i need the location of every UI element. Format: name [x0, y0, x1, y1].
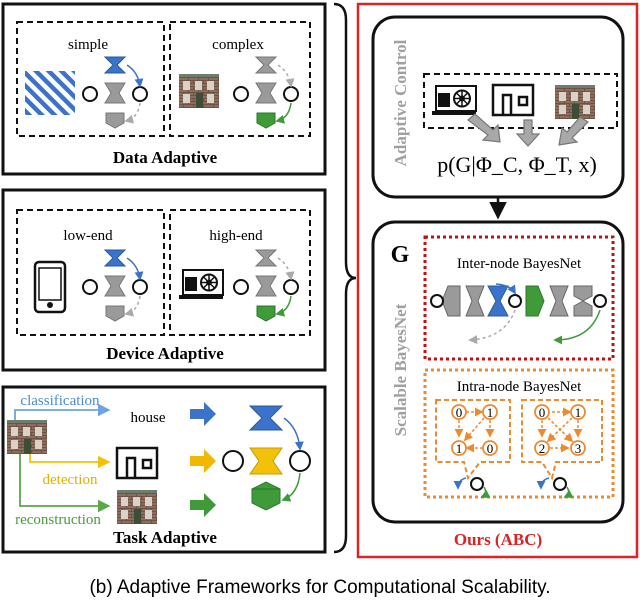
green-block-arrow — [190, 493, 216, 517]
inter-node-box — [423, 235, 615, 361]
ours-label: Ours (ABC) — [454, 530, 542, 549]
high-end-label: high-end — [209, 228, 263, 244]
detection-box-icon — [115, 446, 159, 480]
task-network — [222, 405, 311, 511]
data-adaptive-title: Data Adaptive — [113, 148, 218, 167]
device-adaptive-frame — [1, 188, 327, 372]
inter-node-label: Inter-node BayesNet — [457, 256, 582, 272]
right-node-1: 1 — [575, 405, 582, 420]
gpu-icon-control — [431, 85, 477, 116]
classification-label: classification — [20, 393, 100, 409]
complex-label: complex — [212, 37, 264, 53]
simple-network — [82, 56, 148, 129]
blue-block-arrow — [190, 402, 216, 426]
intra-output-left — [453, 477, 491, 498]
detection-label: detection — [43, 472, 98, 488]
task-adaptive-title: Task Adaptive — [113, 528, 217, 547]
detection-route — [29, 454, 111, 469]
gray-arrow-2 — [515, 119, 541, 147]
inter-node-network — [430, 283, 607, 345]
task-adaptive-frame — [1, 385, 327, 554]
right-node-2: 2 — [539, 441, 546, 456]
task-adaptive-panel: classification house detection reconstru… — [1, 385, 327, 554]
task-input-photo — [7, 420, 47, 454]
high-end-subpanel — [169, 209, 311, 336]
scalable-bayesnet-panel: G Scalable BayesNet Inter-node BayesNet … — [371, 220, 625, 524]
high-end-network — [233, 249, 299, 322]
reconstruction-photo — [117, 490, 157, 524]
gray-arrow-3 — [558, 116, 589, 146]
left-node-0: 0 — [456, 405, 463, 420]
adaptive-control-label: Adaptive Control — [391, 39, 410, 166]
intra-graph-left: 0 1 1 0 — [435, 399, 511, 481]
gpu-icon-high-end — [178, 269, 224, 300]
left-node-2: 1 — [456, 441, 463, 456]
right-node-0: 0 — [539, 405, 546, 420]
data-adaptive-frame — [1, 2, 327, 176]
g-label: G — [391, 242, 410, 268]
low-end-subpanel — [16, 209, 165, 336]
inputs-dashed-box — [423, 73, 618, 129]
figure-caption: (b) Adaptive Frameworks for Computationa… — [89, 577, 550, 598]
intra-node-box — [423, 368, 615, 499]
simple-stripes-image — [25, 71, 75, 115]
reconstruction-label: reconstruction — [15, 512, 101, 528]
left-node-3: 0 — [487, 441, 494, 456]
phone-icon — [33, 260, 67, 314]
simple-subpanel — [16, 21, 165, 137]
yellow-block-arrow — [190, 449, 216, 473]
house-label: house — [131, 410, 166, 426]
low-end-label: low-end — [63, 228, 113, 244]
intra-output-right — [536, 477, 574, 498]
adaptive-control-panel: Adaptive Control p(G|Φ_C, Φ_T, x) — [371, 15, 625, 199]
scalable-bayesnet-frame — [371, 220, 625, 524]
device-adaptive-panel: low-end high-end Device Adaptive — [1, 188, 327, 372]
intra-graph-right: 0 1 2 3 — [521, 399, 603, 481]
classification-route — [14, 403, 111, 420]
left-node-1: 1 — [487, 405, 494, 420]
reconstruction-route — [19, 454, 111, 513]
scalable-bayesnet-label: Scalable BayesNet — [391, 303, 410, 436]
data-adaptive-panel: simple complex Data Adaptive — [1, 2, 327, 176]
device-adaptive-title: Device Adaptive — [106, 344, 224, 363]
photo-control — [555, 85, 595, 119]
complex-network — [233, 56, 299, 129]
complex-subpanel — [169, 21, 311, 137]
intra-node-label: Intra-node BayesNet — [457, 379, 582, 395]
detection-box-control — [491, 83, 535, 117]
ours-frame — [356, 2, 639, 559]
right-node-3: 3 — [575, 441, 582, 456]
grouping-brace — [333, 2, 357, 554]
gray-arrow-1 — [467, 113, 501, 143]
simple-label: simple — [68, 37, 108, 53]
control-formula: p(G|Φ_C, Φ_T, x) — [437, 152, 597, 177]
low-end-network — [82, 249, 148, 322]
complex-photo-image — [179, 74, 219, 108]
